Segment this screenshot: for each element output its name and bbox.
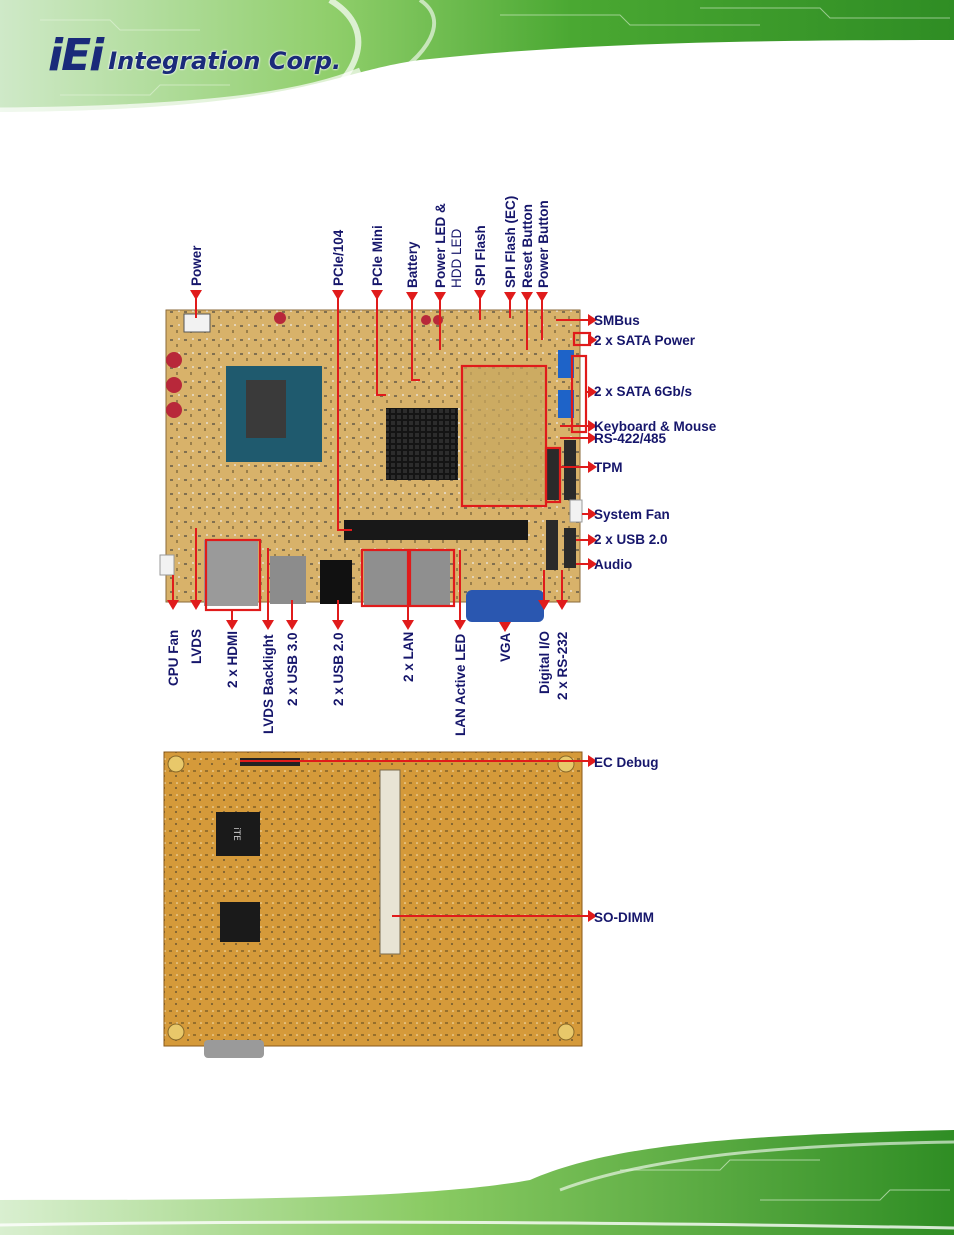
rear-chip [220, 902, 260, 942]
label-digital-io: Digital I/O [537, 631, 552, 694]
capacitor [274, 312, 286, 324]
label-rs422: RS-422/485 [594, 431, 667, 446]
label-tpm: TPM [594, 460, 623, 475]
capacitor [421, 315, 431, 325]
pin-header [564, 440, 576, 500]
label-system-fan: System Fan [594, 507, 670, 522]
label-power-button: Power Button [536, 200, 551, 288]
label-spi-flash-ec: SPI Flash (EC) [503, 196, 518, 288]
mounting-hole [557, 1023, 575, 1041]
label-hdmi: 2 x HDMI [225, 631, 240, 688]
ite-chip [216, 812, 260, 856]
rear-arrowheads [588, 755, 597, 922]
brand-logo: iEi Integration Corp. [48, 28, 341, 78]
capacitor [166, 352, 182, 368]
label-lan-active-led: LAN Active LED [453, 633, 468, 736]
front-board-image [159, 309, 583, 622]
ite-chip-label: iTE [231, 827, 241, 841]
usb30-ports [270, 556, 306, 604]
label-audio: Audio [594, 557, 632, 572]
label-power: Power [189, 245, 204, 286]
sata-connector [558, 350, 574, 378]
label-power-led-line2: HDD LED [449, 228, 464, 288]
header-banner [0, 0, 954, 118]
label-power-led-line1: Power LED & [433, 203, 448, 288]
vga-port [466, 590, 544, 622]
hdmi-ports [204, 540, 258, 606]
rear-vga [204, 1040, 264, 1058]
usb20-ports [320, 560, 352, 604]
label-reset-button: Reset Button [520, 204, 535, 288]
cpu-fan-connector [159, 554, 175, 576]
system-fan-connector [569, 499, 583, 523]
label-keyboard-mouse: Keyboard & Mouse [594, 419, 717, 434]
label-so-dimm: SO-DIMM [594, 910, 654, 925]
label-lan: 2 x LAN [401, 632, 416, 682]
pin-header [564, 528, 576, 568]
mounting-hole [557, 755, 575, 773]
top-callout-lines [195, 290, 543, 531]
label-sata-6gb: 2 x SATA 6Gb/s [594, 384, 692, 399]
callout-arrowheads [167, 290, 597, 632]
rear-board-image: iTE [163, 751, 583, 1058]
mounting-hole [167, 1023, 185, 1041]
label-usb20-right: 2 x USB 2.0 [594, 532, 668, 547]
label-battery: Battery [405, 241, 420, 288]
label-pcie104: PCIe/104 [331, 229, 346, 286]
footer-banner [0, 1130, 954, 1235]
pin-header [546, 520, 558, 570]
pcie-mini-slot [462, 366, 546, 500]
capacitor [166, 402, 182, 418]
label-vga: VGA [498, 632, 513, 662]
mounting-hole [167, 755, 185, 773]
label-smbus: SMBus [594, 313, 640, 328]
so-dimm-slot [379, 769, 401, 955]
label-cpu-fan: CPU Fan [166, 630, 181, 686]
pin-header [546, 448, 560, 500]
cpu-die [246, 380, 286, 438]
label-rs232: 2 x RS-232 [555, 632, 570, 700]
label-spi-flash: SPI Flash [473, 225, 488, 286]
bottom-callout-lines [172, 528, 563, 628]
label-usb20: 2 x USB 2.0 [331, 632, 346, 706]
logo-text: Integration Corp. [108, 47, 342, 75]
label-pcie-mini: PCIe Mini [370, 225, 385, 286]
rear-callout-lines [240, 760, 588, 917]
label-sata-power: 2 x SATA Power [594, 333, 696, 348]
label-lvds-backlight: LVDS Backlight [261, 634, 276, 734]
rear-pcb [163, 751, 583, 1047]
sata-connector [558, 390, 574, 418]
label-lvds: LVDS [189, 629, 204, 664]
heatsink [386, 408, 458, 480]
logo-mark: iEi [48, 30, 104, 81]
capacitor [433, 315, 443, 325]
pcie104-connector [344, 520, 528, 540]
label-ec-debug: EC Debug [594, 755, 659, 770]
label-usb30: 2 x USB 3.0 [285, 632, 300, 706]
capacitor [166, 377, 182, 393]
